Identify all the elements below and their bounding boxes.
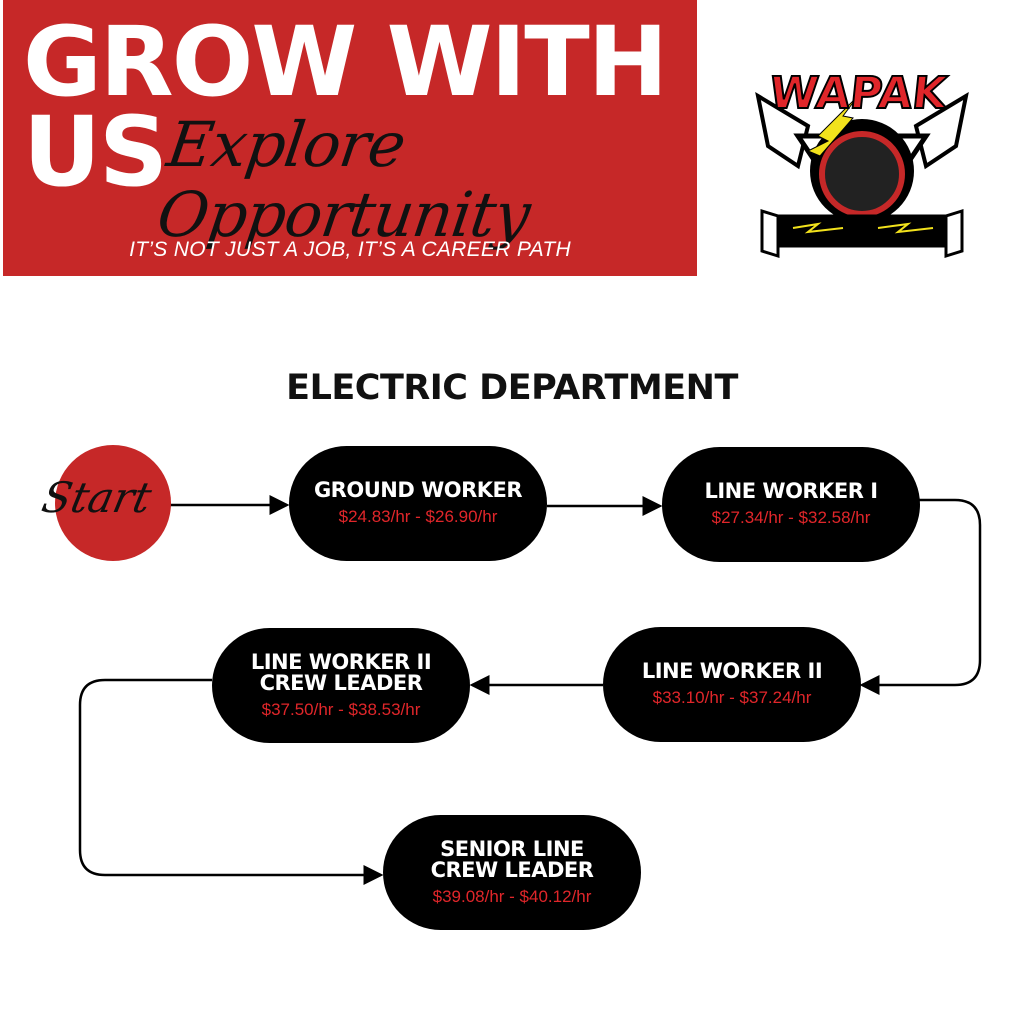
tagline: IT’S NOT JUST A JOB, IT’S A CAREER PATH [129, 238, 571, 261]
step-senior-line-crew-leader: SENIOR LINE CREW LEADER $39.08/hr - $40.… [383, 815, 641, 930]
step-rate: $37.50/hr - $38.53/hr [261, 699, 421, 719]
start-node: Start [38, 445, 171, 561]
step-title-line2: CREW LEADER [430, 857, 594, 882]
step-title: LINE WORKER II [641, 659, 823, 683]
step-line-worker-2-crew-leader: LINE WORKER II CREW LEADER $37.50/hr - $… [212, 628, 470, 743]
step-title: GROUND WORKER [313, 478, 523, 502]
headline-line2: US [23, 96, 168, 208]
step-line-worker-1: LINE WORKER I $27.34/hr - $32.58/hr [662, 447, 920, 562]
step-rate: $24.83/hr - $26.90/hr [338, 507, 498, 526]
step-title: LINE WORKER I [704, 479, 878, 503]
arrow-crew-leader-to-senior [78, 678, 384, 885]
step-rate: $27.34/hr - $32.58/hr [711, 508, 871, 527]
headline-line1: GROW WITH [23, 6, 668, 118]
start-label: Start [37, 473, 156, 522]
wapak-logo: WAPAK [755, 67, 969, 259]
header-banner: GROW WITH US Explore Opportunity IT’S NO… [3, 0, 697, 276]
step-rate: $39.08/hr - $40.12/hr [432, 886, 592, 906]
step-title-line1: LINE WORKER II [250, 649, 432, 674]
step-rate: $33.10/hr - $37.24/hr [652, 688, 812, 707]
department-title: ELECTRIC DEPARTMENT [286, 368, 738, 408]
step-title-line1: SENIOR LINE [440, 836, 584, 861]
step-line-worker-2: LINE WORKER II $33.10/hr - $37.24/hr [603, 627, 861, 742]
step-ground-worker: GROUND WORKER $24.83/hr - $26.90/hr [289, 446, 547, 561]
arrow-line-worker-1-to-2 [859, 498, 982, 695]
step-title-line2: CREW LEADER [259, 670, 423, 695]
logo-wordmark: WAPAK [767, 68, 951, 119]
